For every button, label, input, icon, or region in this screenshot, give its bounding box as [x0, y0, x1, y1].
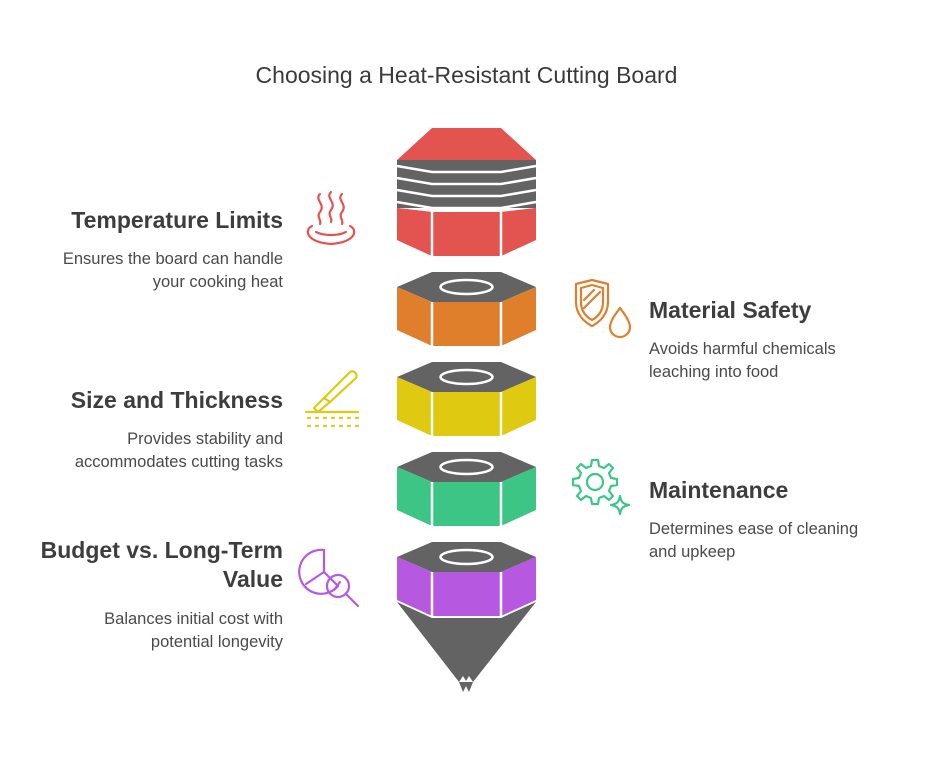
gear-sparkle-icon — [571, 458, 631, 516]
knife-board-icon — [304, 370, 360, 428]
tier-temperature-limits — [396, 128, 537, 256]
budget-value-description: Balances initial cost with potential lon… — [104, 610, 283, 651]
shield-drop-icon — [574, 278, 632, 339]
tier-size-thickness — [397, 362, 536, 436]
steam-bowl-icon — [306, 190, 356, 246]
budget-value-heading: Budget vs. Long-Term Value — [40, 537, 283, 592]
material-safety-description: Avoids harmful chemicals leaching into f… — [649, 340, 836, 381]
temperature-limits-heading: Temperature Limits — [71, 207, 283, 233]
material-safety-heading: Material Safety — [649, 297, 812, 323]
temperature-limits-description: Ensures the board can handle your cookin… — [62, 250, 283, 291]
maintenance-heading: Maintenance — [649, 477, 789, 503]
tier-budget-value — [397, 542, 536, 692]
tier-maintenance — [397, 452, 536, 526]
maintenance-description: Determines ease of cleaning and upkeep — [649, 520, 859, 561]
tier-material-safety — [397, 272, 536, 346]
size-thickness-heading: Size and Thickness — [70, 387, 283, 413]
chart-magnifier-icon — [298, 548, 360, 608]
page-title: Choosing a Heat-Resistant Cutting Board — [255, 62, 678, 88]
size-thickness-description: Provides stability and accommodates cutt… — [74, 430, 283, 471]
